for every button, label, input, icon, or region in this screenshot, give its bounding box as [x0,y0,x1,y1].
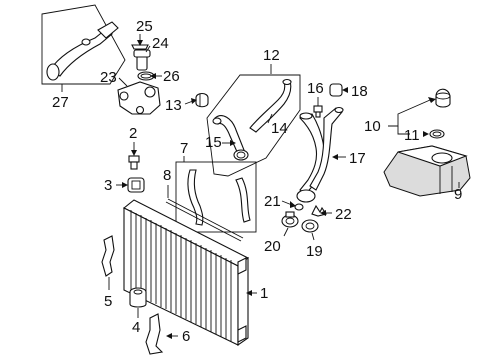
callout-20: 20 [264,238,281,255]
callout-3: 3 [104,177,112,194]
part-27-coolant-pipe [41,4,126,85]
part-14-upper-hose [249,78,292,133]
part-18-cap [329,83,343,97]
callout-19: 19 [306,243,323,260]
part-23-thermostat-housing [117,81,161,115]
callout-14: 14 [271,120,288,137]
callout-18: 18 [351,83,368,100]
callout-5: 5 [104,293,112,310]
callout-8: 8 [163,167,171,184]
part-3-mount-bushing [127,177,145,193]
part-6-lower-bracket [145,313,164,355]
part-25-clip [131,44,149,50]
part-5-bracket [101,235,115,277]
callout-4: 4 [132,319,140,336]
callout-27: 27 [52,94,69,111]
callout-12: 12 [263,47,280,64]
part-15-lower-hose [212,115,249,161]
callout-10: 10 [364,118,381,135]
callout-7: 7 [180,140,188,157]
part-24-sensor [133,49,151,71]
callout-1: 1 [260,285,268,302]
callout-9: 9 [454,186,462,203]
part-21-gasket [294,203,304,211]
part-4-lower-bushing [129,287,147,308]
part-7-hose-box [175,161,257,233]
part-8-rod [167,198,244,239]
part-16-bleeder-screw [313,105,323,118]
part-2-drain-plug [128,155,140,170]
part-9-coolant-reservoir [383,145,471,197]
part-26-o-ring [137,71,155,81]
part-19-fitting [301,219,319,233]
callout-22: 22 [335,206,352,223]
part-10-reservoir-cap [435,88,451,108]
part-17-coolant-pipe [296,106,344,203]
callout-24: 24 [152,35,169,52]
part-12-hose-kit-frame [206,74,301,177]
callout-17: 17 [349,150,366,167]
callout-15: 15 [205,134,222,151]
callout-26: 26 [163,68,180,85]
part-1-radiator [122,199,250,347]
callout-2: 2 [129,125,137,142]
callout-11: 11 [404,127,420,144]
callout-25: 25 [136,18,153,35]
callout-23: 23 [100,69,117,86]
part-7-hoses [187,169,251,226]
callout-6: 6 [182,328,190,345]
part-20-fitting [281,211,299,228]
part-11-cap-seal [429,129,445,139]
part-13-hose-clamp [195,92,209,108]
callout-21: 21 [264,193,281,210]
callout-13: 13 [165,97,182,114]
callout-16: 16 [307,80,324,97]
